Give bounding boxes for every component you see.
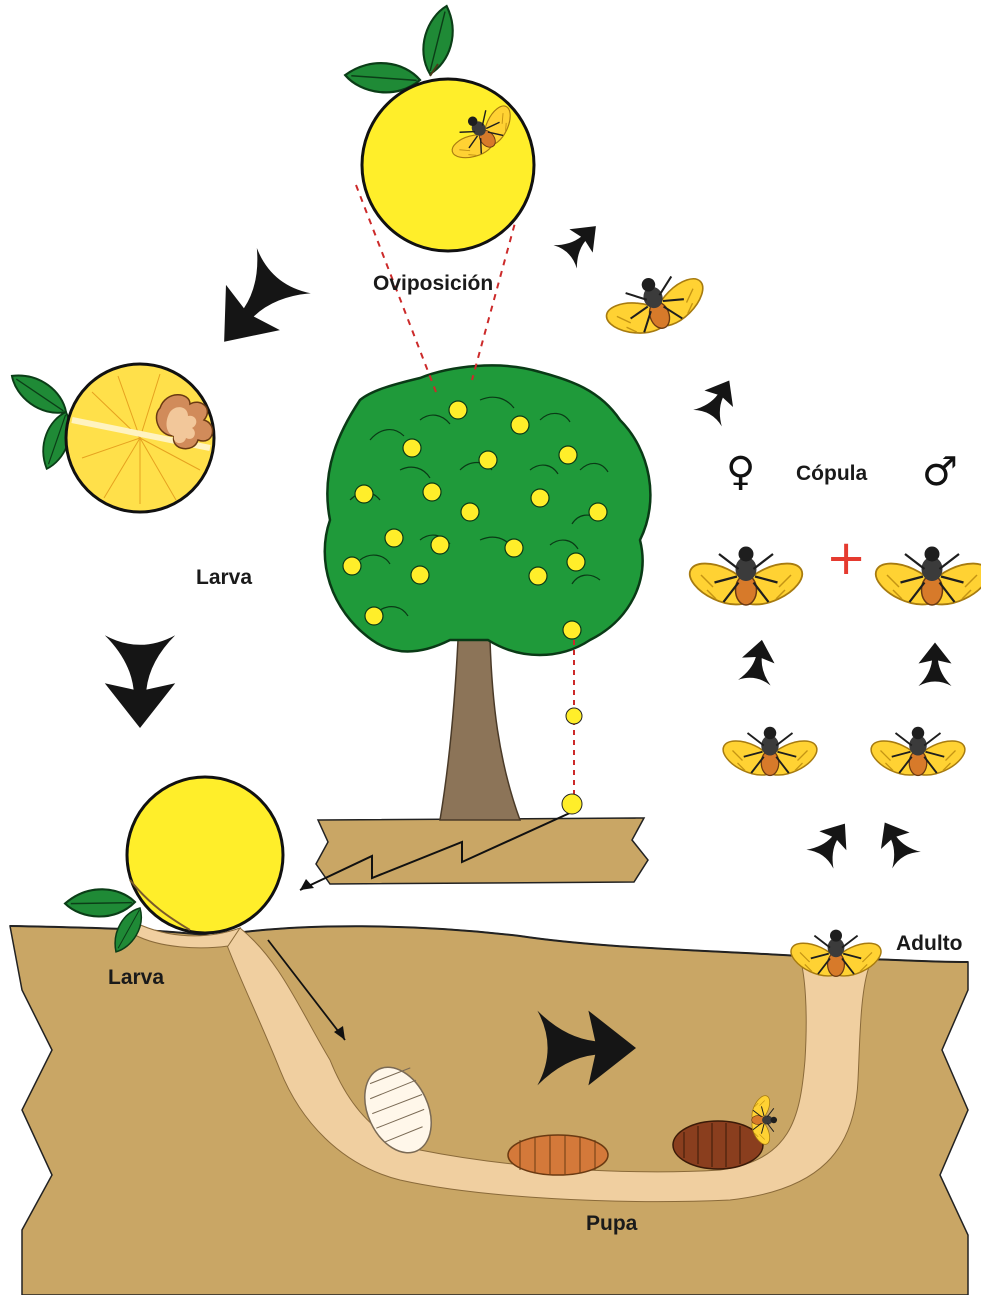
tree-ground — [316, 818, 648, 884]
fallen-small-fruit — [562, 794, 582, 814]
label-larva-soil: Larva — [108, 966, 164, 990]
oviposition-fruit — [343, 3, 534, 251]
female-symbol: ♀ — [726, 452, 755, 492]
falling-fruit — [566, 708, 582, 724]
mating-fly-female — [684, 547, 809, 613]
pupa-orange — [508, 1135, 608, 1175]
label-copula: Cópula — [796, 462, 867, 486]
label-adult: Adulto — [896, 932, 962, 956]
mating-fly-male — [870, 547, 981, 613]
label-pupa: Pupa — [586, 1212, 637, 1236]
label-larva-top: Larva — [196, 566, 252, 590]
cut-fruit-with-larva — [8, 361, 214, 512]
label-oviposition: Oviposición — [373, 272, 493, 296]
citrus-tree — [325, 365, 651, 820]
adult-fly-flying — [593, 259, 719, 354]
male-symbol: ♂ — [922, 452, 958, 492]
mating-plus-sign: + — [826, 534, 866, 582]
emerged-fly-right — [866, 727, 970, 782]
emerged-fly-left — [718, 727, 822, 782]
